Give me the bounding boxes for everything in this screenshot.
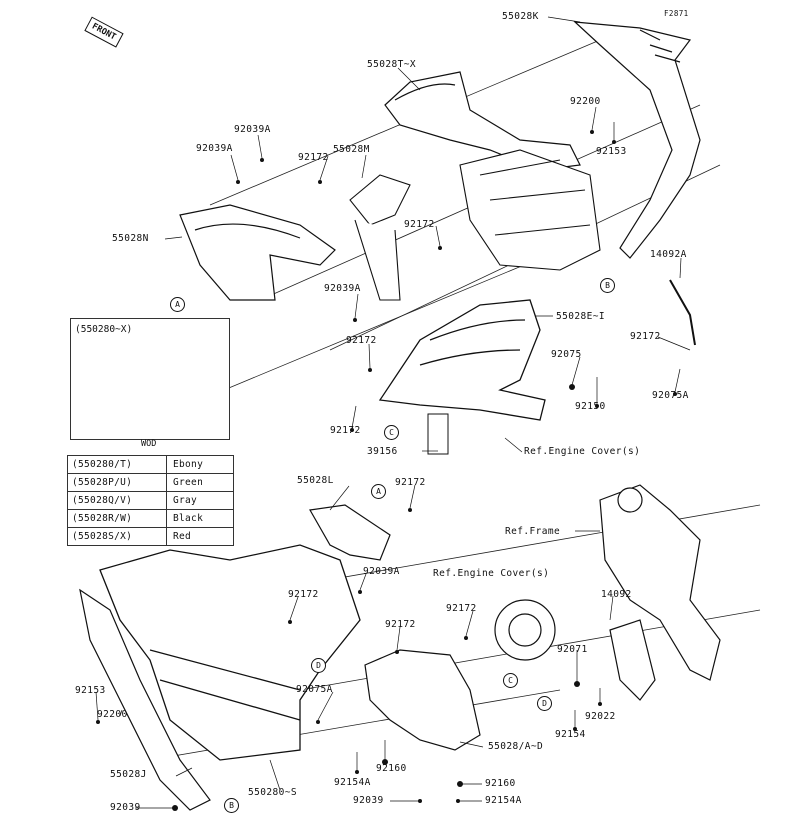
label-14092A: 14092A [650,249,687,260]
label-92160-2: 92160 [485,778,516,789]
label-92075: 92075 [551,349,582,360]
callout-b-1: B [600,278,615,293]
label-39156 [427,413,449,455]
label-55028AD: 55028/A~D [488,741,544,752]
label-92172-8: 92172 [446,603,477,614]
color-code: (55028P/U) [67,473,167,492]
label-92039A-1: 92039A [234,124,271,135]
label-92039A-3: 92039A [324,283,361,294]
table-row: (55028P/U)Green [67,473,234,492]
callout-c-1: C [384,425,399,440]
label-92200-top: 92200 [570,96,601,107]
table-row: (55028S/X)Red [67,527,234,546]
label-92200-low: 92200 [97,709,128,720]
strip-14092A [669,279,696,346]
cowl-55028TX [384,71,581,171]
callout-c-2: C [503,673,518,688]
label-92160-1: 92160 [376,763,407,774]
callout-a-2: A [371,484,386,499]
callout-d-2: D [537,696,552,711]
bracket-55028M [349,174,411,301]
label-92172-6: 92172 [395,477,426,488]
callout-a-1: A [170,297,185,312]
bracket-14092 [609,619,656,701]
inner-panel [459,149,601,271]
color-name: Green [166,473,234,492]
label-550280S: 550280~S [248,787,297,798]
label-92172-9: 92172 [385,619,416,630]
color-code: (550280/T) [67,455,167,474]
label-55028TX: 55028T~X [367,59,416,70]
label-92172-5: 92172 [330,425,361,436]
label-92154A-1: 92154A [334,777,371,788]
label-55028EI: 55028E~I [556,311,605,322]
table-row: (550280/T)Ebony [67,455,234,474]
inset-title: (550280~X) [75,324,133,335]
label-92172-2: 92172 [404,219,435,230]
color-code: (55028S/X) [67,527,167,546]
label-92172-3: 92172 [346,335,377,346]
label-92154: 92154 [555,729,586,740]
color-code: (55028R/W) [67,509,167,528]
side-cowling-55028EI [378,299,546,421]
upper-fairing-55028K [573,21,701,259]
label-14092: 14092 [601,589,632,600]
label-55028N: 55028N [112,233,149,244]
label-92039-mid: 92039 [353,795,384,806]
inset-caption: WOD [141,439,157,449]
engine-cover [494,599,556,661]
table-row: (55028R/W)Black [67,509,234,528]
label-92039A-2: 92039A [196,143,233,154]
label-92150: 92150 [575,401,606,412]
ref-frame: Ref.Frame [505,526,561,537]
label-92075A-right: 92075A [652,390,689,401]
label-92172-1: 92172 [298,152,329,163]
color-code-table: (550280/T)Ebony (55028P/U)Green (55028Q/… [67,455,234,546]
lower-side-55028J [79,588,211,811]
label-92075A-left: 92075A [296,684,333,695]
color-name: Black [166,509,234,528]
lower-fairing-55028L [309,504,391,561]
color-name: Red [166,527,234,546]
label-55028M: 55028M [333,144,370,155]
label-92071: 92071 [557,644,588,655]
label-92172-4: 92172 [630,331,661,342]
frame [599,484,721,681]
table-row: (55028Q/V)Gray [67,491,234,510]
label-92022: 92022 [585,711,616,722]
callout-d-1: D [311,658,326,673]
ref-engine-cover-1: Ref.Engine Cover(s) [524,446,641,457]
inset-box: (550280~X) [70,318,230,440]
label-55028K: 55028K [502,11,539,22]
color-code: (55028Q/V) [67,491,167,510]
label-92153-top: 92153 [596,146,627,157]
label-39156: 39156 [367,446,398,457]
label-92039A-4: 92039A [363,566,400,577]
label-92154A-2: 92154A [485,795,522,806]
color-name: Ebony [166,455,234,474]
callout-b-2: B [224,798,239,813]
label-55028J: 55028J [110,769,147,780]
figure-number: F2871 [664,9,689,18]
label-92172-7: 92172 [288,589,319,600]
label-92039-low: 92039 [110,802,141,813]
color-name: Gray [166,491,234,510]
cover-55028AD [364,649,481,751]
side-cover-55028N [179,204,336,301]
label-55028L: 55028L [297,475,334,486]
under-cowl-550280S [99,544,361,761]
ref-engine-cover-2: Ref.Engine Cover(s) [433,568,550,579]
label-92153-low: 92153 [75,685,106,696]
